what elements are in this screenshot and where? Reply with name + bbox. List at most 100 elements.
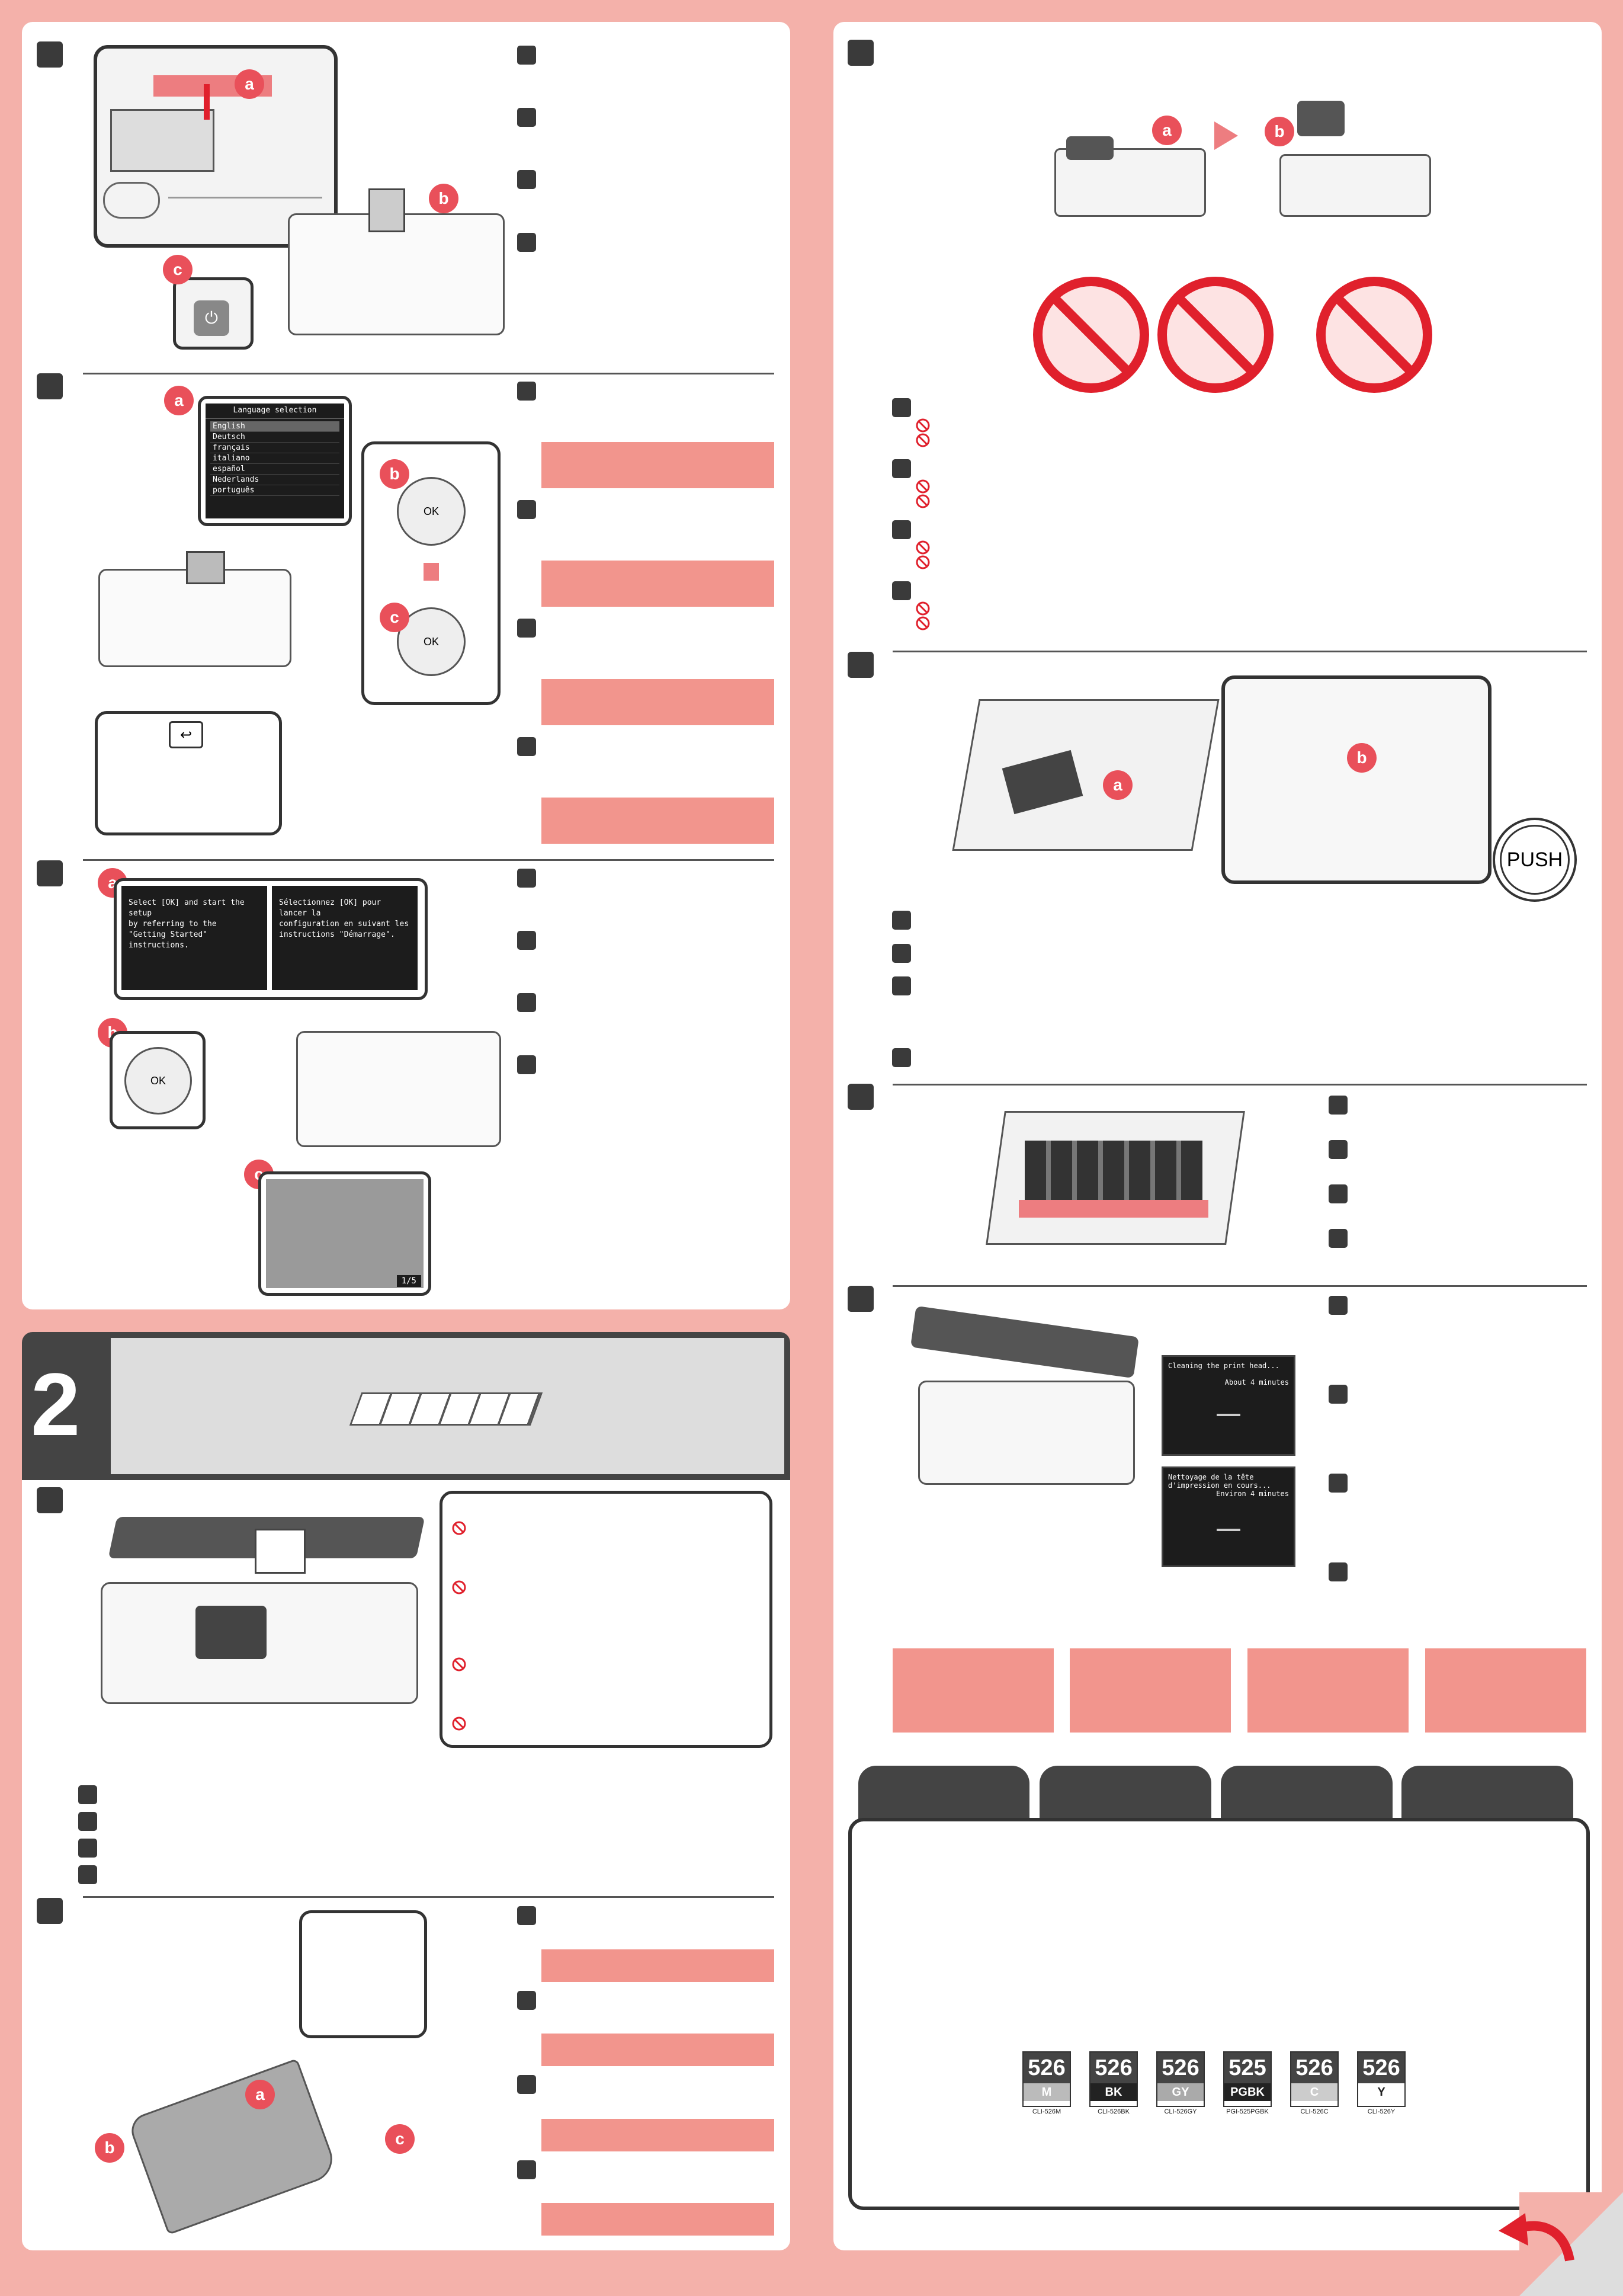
step-marker [37, 1898, 63, 1924]
setup-fr-line3: instructions "Démarrage". [279, 930, 395, 939]
ink-tank-number: 525 [1224, 2052, 1271, 2083]
lang-marker-3 [1329, 1184, 1348, 1203]
language-option[interactable]: Nederlands [210, 475, 339, 485]
language-option[interactable]: Deutsch [210, 432, 339, 443]
printer-closing-illustration [906, 1305, 1143, 1487]
setup-en-line2: by referring to the [129, 920, 217, 928]
no-entry-icon [916, 479, 930, 494]
no-entry-icon [916, 616, 930, 630]
ink-tank-group-icon [349, 1369, 545, 1434]
no-entry-icon [452, 1521, 466, 1535]
step-a-marker: a [235, 69, 264, 99]
no-entry-icon [916, 555, 930, 569]
prohibited-icon [1033, 277, 1149, 393]
lang-marker-1 [517, 869, 536, 888]
step-b-label: b [438, 189, 449, 207]
step-b-label: b [1274, 122, 1285, 140]
step-b-marker: b [95, 2133, 124, 2163]
setup-en-ok: OK [165, 898, 175, 907]
lang-marker-2 [1329, 1140, 1348, 1159]
return-arrow-icon[interactable] [1493, 2204, 1582, 2269]
step-marker [37, 373, 63, 399]
step-b-label: b [104, 2138, 115, 2157]
ink-tank-model: CLI-526Y [1367, 2108, 1396, 2115]
ink-tank-model: CLI-526C [1300, 2108, 1329, 2115]
cleaning-en-line2: About 4 minutes [1224, 1378, 1289, 1386]
ink-tank-model: CLI-526M [1032, 2108, 1061, 2115]
printer-open-illustration [95, 1517, 426, 1718]
step-b-marker: b [1347, 743, 1377, 773]
salmon-bar [541, 2203, 774, 2236]
ok-label: OK [150, 1074, 166, 1087]
salmon-bar [541, 798, 774, 844]
step-a-marker: a [245, 2080, 275, 2109]
lang-marker-2 [892, 944, 911, 963]
salmon-box [1425, 1648, 1586, 1733]
ink-tank-model: CLI-526BK [1098, 2108, 1130, 2115]
power-button-closeup: ⏻ [173, 277, 254, 350]
language-option[interactable]: italiano [210, 453, 339, 464]
ok-button-icon[interactable]: OK [397, 477, 466, 546]
ink-tank-number: 526 [1358, 2052, 1404, 2083]
lang-marker-4 [78, 1865, 97, 1884]
ink-install-illustration [948, 664, 1220, 901]
step-b-marker: b [429, 184, 458, 213]
prohibited-icon [1157, 277, 1274, 393]
guide-screen-frame: 1/5 [258, 1171, 431, 1296]
lang-marker-3 [517, 993, 536, 1012]
warning-box [440, 1491, 772, 1748]
ink-tank-number: 526 [1090, 2052, 1137, 2083]
lang-marker-3 [517, 2075, 536, 2094]
ok-button-icon[interactable]: OK [124, 1047, 192, 1115]
lang-marker-1 [1329, 1296, 1348, 1315]
salmon-bar [541, 679, 774, 725]
divider [83, 373, 774, 374]
step-a-label: a [1162, 121, 1172, 139]
setup-en-line1: Select [129, 898, 156, 907]
lang-marker-2 [517, 500, 536, 519]
cleaning-screen-fr: Nettoyage de la tête d'impression en cou… [1162, 1466, 1295, 1567]
step-marker [37, 860, 63, 886]
lang-marker-3 [892, 520, 911, 539]
setup-en-line3: "Getting Started" instructions. [129, 930, 208, 950]
lang-marker-2 [78, 1812, 97, 1831]
progress-indicator [1217, 1414, 1240, 1416]
power-icon[interactable]: ⏻ [194, 300, 229, 336]
lang-marker-4 [517, 2160, 536, 2179]
step-a-label: a [245, 75, 254, 93]
language-option[interactable]: español [210, 464, 339, 475]
lang-marker-2 [892, 459, 911, 478]
ink-tank-color: C [1291, 2083, 1337, 2101]
ink-tank-number: 526 [1291, 2052, 1337, 2083]
cap-removal-illustration-2 [1268, 65, 1445, 225]
ink-tank-color: GY [1157, 2083, 1204, 2101]
ink-tank-color: Y [1358, 2083, 1404, 2101]
ink-tank-color: BK [1090, 2083, 1137, 2101]
salmon-box [1070, 1648, 1231, 1733]
back-icon[interactable]: ↩ [169, 721, 203, 748]
language-option[interactable]: português [210, 485, 339, 496]
no-entry-icon [916, 540, 930, 555]
printer-illustration [296, 1031, 501, 1147]
ink-install-closeup [1221, 675, 1492, 884]
step-c-label: c [390, 608, 399, 626]
lcd-small [186, 551, 225, 584]
setup-fr-line2: configuration en suivant les [279, 920, 409, 928]
setup-fr-ok: OK [344, 898, 354, 907]
step-c-marker: c [385, 2124, 415, 2154]
lang-marker-4 [517, 1055, 536, 1074]
lcd-flipped [368, 188, 405, 232]
language-option[interactable]: français [210, 443, 339, 453]
divider [83, 859, 774, 861]
language-option[interactable]: English [210, 421, 339, 432]
lang-marker-4 [1329, 1229, 1348, 1248]
cleaning-screen-en: Cleaning the print head... About 4 minut… [1162, 1355, 1295, 1456]
salmon-bar [541, 561, 774, 607]
cleaning-en-line1: Cleaning the print head... [1168, 1362, 1279, 1370]
lang-marker-3 [1329, 1474, 1348, 1493]
